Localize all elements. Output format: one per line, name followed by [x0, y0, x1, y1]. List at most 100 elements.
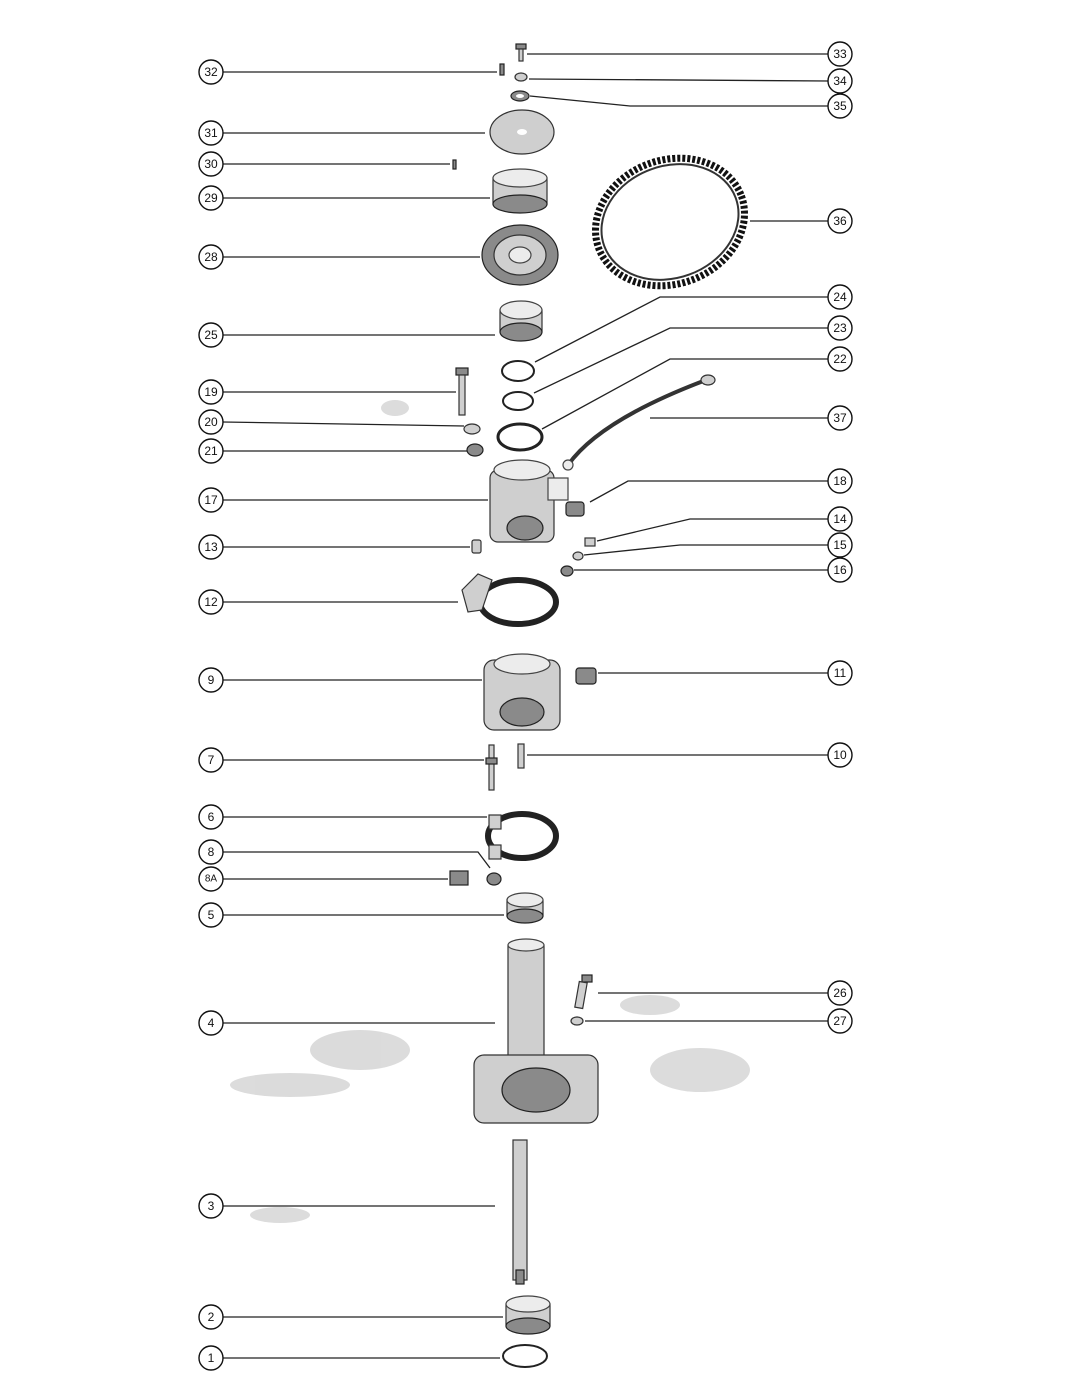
svg-text:9: 9	[208, 673, 215, 687]
svg-text:30: 30	[204, 157, 218, 171]
washer-35	[510, 90, 530, 102]
callouts: 32 31 30 29 28 25 19 20 21 17 13 12 9 7 …	[198, 41, 853, 1371]
svg-text:28: 28	[204, 250, 218, 264]
nut-16	[560, 565, 574, 577]
svg-text:12: 12	[204, 595, 218, 609]
screw-33	[515, 43, 527, 62]
callout-30: 30	[198, 151, 224, 177]
shaft-housing-4	[473, 938, 599, 1124]
callout-27: 27	[827, 1008, 853, 1034]
callout-1: 1	[198, 1345, 224, 1371]
callout-29: 29	[198, 185, 224, 211]
housing-9	[483, 653, 561, 731]
callout-9: 9	[198, 667, 224, 693]
svg-text:20: 20	[204, 415, 218, 429]
callout-37: 37	[827, 405, 853, 431]
svg-text:13: 13	[204, 540, 218, 554]
fitting-11	[575, 667, 597, 685]
ring-22	[496, 422, 544, 452]
scan-speckle	[230, 400, 750, 1223]
svg-text:27: 27	[833, 1014, 847, 1028]
bolt-26	[574, 974, 593, 1010]
callout-28: 28	[198, 244, 224, 270]
svg-text:14: 14	[833, 512, 847, 526]
callout-12: 12	[198, 589, 224, 615]
nut-21	[466, 443, 484, 457]
pin-10	[517, 743, 525, 769]
callout-2: 2	[198, 1304, 224, 1330]
callout-10: 10	[827, 742, 853, 768]
callout-24: 24	[827, 284, 853, 310]
ring-24	[501, 360, 535, 382]
ring-23	[502, 391, 534, 411]
svg-text:19: 19	[204, 385, 218, 399]
svg-text:34: 34	[833, 74, 847, 88]
part-illustrations	[230, 43, 750, 1368]
svg-text:33: 33	[833, 47, 847, 61]
svg-text:3: 3	[208, 1199, 215, 1213]
svg-text:26: 26	[833, 986, 847, 1000]
plug-13	[471, 539, 482, 554]
svg-text:21: 21	[204, 444, 218, 458]
leader-lines	[222, 53, 829, 1359]
callout-7: 7	[198, 747, 224, 773]
callout-8: 8	[198, 839, 224, 865]
washer-34	[514, 72, 528, 82]
callout-36: 36	[827, 208, 853, 234]
svg-text:36: 36	[833, 214, 847, 228]
svg-text:29: 29	[204, 191, 218, 205]
svg-text:8A: 8A	[205, 874, 218, 885]
washer-20	[463, 423, 481, 435]
svg-text:37: 37	[833, 411, 847, 425]
svg-text:1: 1	[208, 1351, 215, 1365]
callout-11: 11	[827, 660, 853, 686]
svg-text:25: 25	[204, 328, 218, 342]
callout-20: 20	[198, 409, 224, 435]
svg-text:22: 22	[833, 352, 847, 366]
housing-17	[489, 459, 569, 543]
svg-text:17: 17	[204, 493, 218, 507]
svg-text:16: 16	[833, 563, 847, 577]
pin-30	[452, 159, 457, 170]
retaining-ring-1	[502, 1344, 548, 1368]
callout-22: 22	[827, 346, 853, 372]
svg-text:2: 2	[208, 1310, 215, 1324]
washer-27	[570, 1016, 584, 1026]
callout-8A: 8A	[198, 866, 224, 892]
svg-text:6: 6	[208, 810, 215, 824]
callout-14: 14	[827, 506, 853, 532]
sender-18	[565, 501, 585, 517]
callout-3: 3	[198, 1193, 224, 1219]
svg-text:23: 23	[833, 321, 847, 335]
callout-19: 19	[198, 379, 224, 405]
disc-31	[489, 109, 555, 155]
callout-15: 15	[827, 532, 853, 558]
svg-text:8: 8	[208, 845, 215, 859]
svg-text:35: 35	[833, 99, 847, 113]
bearing-2	[505, 1295, 551, 1335]
stud-7	[485, 744, 498, 791]
shaft-3	[512, 1139, 528, 1285]
callout-34: 34	[827, 68, 853, 94]
svg-text:5: 5	[208, 908, 215, 922]
callout-5: 5	[198, 902, 224, 928]
callout-31: 31	[198, 120, 224, 146]
key-32	[499, 63, 505, 76]
callout-16: 16	[827, 557, 853, 583]
screw-14	[584, 537, 596, 547]
wire-37	[562, 374, 716, 471]
callout-23: 23	[827, 315, 853, 341]
washer-15	[572, 551, 584, 561]
svg-text:4: 4	[208, 1016, 215, 1030]
svg-text:7: 7	[208, 753, 215, 767]
bearing-5	[506, 892, 544, 924]
svg-text:31: 31	[204, 126, 218, 140]
callout-13: 13	[198, 534, 224, 560]
callout-17: 17	[198, 487, 224, 513]
svg-text:18: 18	[833, 474, 847, 488]
svg-text:15: 15	[833, 538, 847, 552]
callout-6: 6	[198, 804, 224, 830]
belt-36	[592, 154, 748, 290]
bolt-19	[455, 367, 469, 416]
